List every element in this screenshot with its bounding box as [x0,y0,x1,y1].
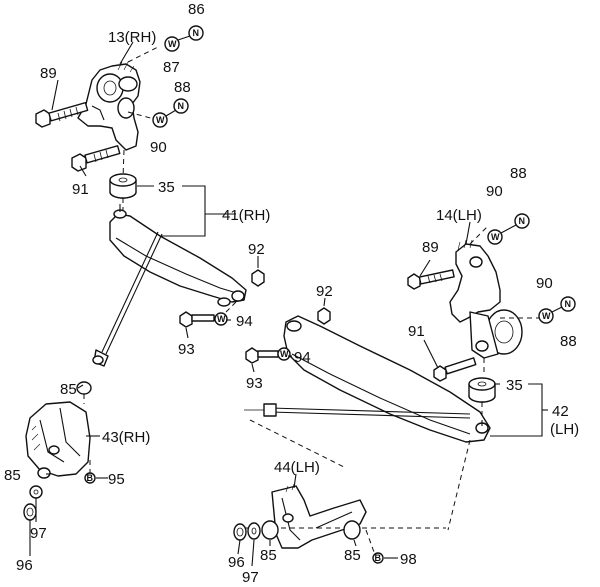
rubber-insulator-icon [233,523,247,541]
bolt-icon [35,101,89,128]
washer-symbol: W [542,311,551,321]
washer-icon [247,522,261,540]
nut-symbol: N [193,28,200,38]
washer-icon: W [277,347,291,361]
nut-symbol: N [519,216,526,226]
label-89-rh: 89 [40,65,57,82]
label-94-rh: 94 [236,313,253,330]
label-35-lh: 35 [506,377,523,394]
rubber-insulator-icon [109,173,137,199]
label-96-a: 96 [16,557,33,574]
rubber-insulator-icon [468,377,496,403]
washer-symbol: W [156,115,165,125]
label-88-rh: 88 [174,79,191,96]
label-87: 87 [163,59,180,76]
leader-lines [29,41,548,567]
washer-symbol: W [280,349,289,359]
crossmember-lh-icon [283,315,491,443]
label-13-rh: 13(RH) [108,29,156,46]
label-92-rh: 92 [248,241,265,258]
label-41-rh: 41(RH) [222,207,270,224]
nut-icon: N [560,296,576,312]
rubber-insulator-icon [261,520,279,540]
label-90-lh: 90 [536,275,553,292]
mount-bracket-rh-icon [77,61,141,151]
rubber-insulator-icon [76,381,92,395]
label-97-a: 97 [30,525,47,542]
label-42: 42 [552,403,569,420]
nut-icon: N [173,98,189,114]
mount-bracket-rh-lower-icon [25,401,91,477]
bolt-symbol: B [375,553,382,563]
washer-icon: W [214,312,228,326]
nut-symbol: N [178,101,185,111]
bolt-icon [407,269,455,290]
bolt-icon [433,357,477,382]
label-85-c: 85 [260,547,277,564]
mount-bracket-lh-icon [449,239,523,359]
label-44-lh: 44(LH) [274,459,320,476]
label-86: 86 [188,1,205,18]
label-90-rh: 90 [150,139,167,156]
washer-symbol: W [168,39,177,49]
rubber-insulator-icon [23,503,37,521]
label-88-lh-top: 88 [510,165,527,182]
nut-icon: N [188,25,204,41]
bolt-icon [179,311,215,328]
washer-icon [29,485,43,499]
mount-bracket-lh-lower-icon [271,483,367,549]
label-91-rh: 91 [72,181,89,198]
rubber-insulator-icon [343,520,361,540]
label-91-lh: 91 [408,323,425,340]
label-14-lh: 14(LH) [436,207,482,224]
label-90-lh-top: 90 [486,183,503,200]
washer-symbol: W [217,314,226,324]
washer-icon: W [152,112,168,128]
washer-icon: W [538,308,554,324]
label-35-rh: 35 [158,179,175,196]
rubber-insulator-icon [37,467,51,479]
crossmember-rh-icon [109,204,247,307]
label-43-rh: 43(RH) [102,429,150,446]
tie-rod-icon [92,231,163,367]
label-94-lh: 94 [294,349,311,366]
label-93-lh: 93 [246,375,263,392]
label-96-b: 96 [228,554,245,571]
washer-icon: W [487,229,503,245]
bolt-icon [71,145,121,172]
label-89-lh: 89 [422,239,439,256]
label-42-side: (LH) [550,421,579,438]
nut-icon [317,307,331,325]
nut-symbol: N [565,299,572,309]
bolt-icon [245,347,279,364]
label-85-b: 85 [4,467,21,484]
nut-icon [251,269,265,287]
label-97-b: 97 [242,569,259,586]
label-88-lh: 88 [560,333,577,350]
nut-icon: N [514,213,530,229]
label-98: 98 [400,551,417,568]
label-95: 95 [108,471,125,488]
tie-rod-icon [244,403,471,419]
washer-symbol: W [491,232,500,242]
label-92-lh: 92 [316,283,333,300]
washer-icon: W [164,36,180,52]
bolt-icon: B [372,552,384,564]
label-85-a: 85 [60,381,77,398]
bolt-icon: B [84,472,96,484]
label-93-rh: 93 [178,341,195,358]
label-85-d: 85 [344,547,361,564]
bolt-symbol: B [87,473,94,483]
